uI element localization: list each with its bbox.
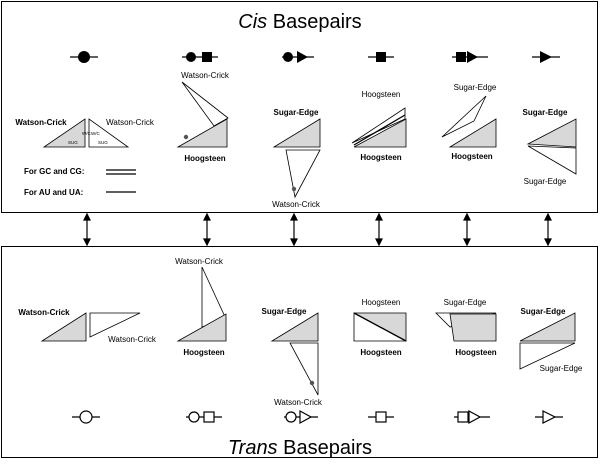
- cis-hh-triangle-b: [353, 118, 407, 148]
- trans-hh-bottom-label: Hoogsteen: [360, 348, 401, 357]
- trans-title: Trans Basepairs: [228, 437, 372, 459]
- trans-diagram: Watson-Crick Watson-Crick Watson-Crick H…: [18, 257, 583, 459]
- trans-hs-top-label: Sugar-Edge: [444, 298, 487, 307]
- trans-ww-right-label: Watson-Crick: [108, 335, 157, 344]
- cis-wh-triangle-a: [181, 81, 229, 127]
- cis-hs-triangle-b: [448, 118, 497, 148]
- edge-label: W/C: [91, 131, 100, 136]
- trans-ws-symbol-icon: [284, 409, 318, 425]
- cis-hs-symbol-icon: [452, 51, 488, 63]
- edge-label: SUG: [68, 140, 78, 145]
- cis-hh-symbol-icon: [368, 52, 394, 62]
- trans-hs-bottom-label: Hoogsteen: [455, 348, 496, 357]
- trans-hs-triangle-b: [449, 313, 497, 342]
- trans-wh-symbol-icon: [186, 411, 222, 423]
- trans-ss-top-label: Sugar-Edge: [521, 307, 566, 316]
- cis-ss-top-label: Sugar-Edge: [523, 108, 568, 117]
- trans-ws-triangle-a: [270, 312, 319, 342]
- cis-wh-symbol-icon: [182, 52, 218, 62]
- trans-hh-top-label: Hoogsteen: [362, 298, 401, 307]
- cis-hh-bottom-label: Hoogsteen: [360, 153, 401, 162]
- cis-ss-bottom-label: Sugar-Edge: [524, 177, 567, 186]
- trans-ww-triangle-a: [40, 312, 87, 342]
- cis-ws-bottom-label: Watson-Crick: [272, 200, 321, 209]
- trans-ww-triangle-b: [89, 312, 141, 338]
- cis-ss-triangle-b: [527, 145, 577, 175]
- cis-ws-top-label: Sugar-Edge: [274, 108, 319, 117]
- trans-ws-triangle-b: [289, 342, 319, 396]
- cis-wh-triangle-b: [176, 118, 228, 148]
- trans-ws-bottom-label: Watson-Crick: [274, 398, 323, 407]
- trans-wh-bottom-label: Hoogsteen: [183, 348, 224, 357]
- trans-ss-bottom-label: Sugar-Edge: [540, 364, 583, 373]
- cis-hs-triangle-a: [441, 95, 487, 138]
- cis-hs-top-label: Sugar-Edge: [454, 83, 497, 92]
- cis-ws-triangle-a: [272, 118, 321, 148]
- trans-hs-symbol-icon: [454, 409, 490, 425]
- legend-au-ua: For AU and UA:: [24, 188, 83, 197]
- cis-ws-symbol-icon: [282, 51, 314, 63]
- trans-ww-symbol-icon: [72, 410, 100, 424]
- cis-title: Cis Basepairs: [238, 11, 361, 33]
- edge-label: W/C: [82, 131, 91, 136]
- cis-ss-symbol-icon: [532, 51, 560, 63]
- cis-ww-triangle-b: [88, 118, 130, 148]
- edge-label: SUG: [98, 140, 108, 145]
- cis-wh-top-label: Watson-Crick: [181, 71, 230, 80]
- trans-basepairs-panel: Watson-Crick Watson-Crick Watson-Crick H…: [1, 246, 598, 459]
- trans-ws-top-label: Sugar-Edge: [262, 307, 307, 316]
- cis-trans-arrows: [83, 213, 552, 246]
- trans-wh-top-label: Watson-Crick: [175, 257, 224, 266]
- cis-diagram: Cis Basepairs Watson-Crick Watson-Crick …: [15, 11, 577, 209]
- cis-ww-left-label: Watson-Crick: [15, 118, 67, 127]
- trans-wh-triangle-b: [176, 313, 227, 342]
- cis-wh-bottom-label: Hoogsteen: [184, 154, 225, 163]
- trans-hh-symbol-icon: [368, 411, 394, 423]
- trans-ss-symbol-icon: [535, 410, 563, 424]
- cis-basepairs-panel: Cis Basepairs Watson-Crick Watson-Crick …: [1, 1, 598, 213]
- cis-ww-triangle-a: [42, 118, 86, 148]
- trans-ww-left-label: Watson-Crick: [18, 308, 70, 317]
- cis-ws-triangle-b: [285, 149, 321, 199]
- cis-ww-symbol-icon: [70, 51, 98, 63]
- cis-ss-triangle-a: [526, 118, 577, 148]
- cis-ww-right-label: Watson-Crick: [106, 118, 155, 127]
- trans-ss-triangle-b: [519, 342, 576, 370]
- legend-gc-cg: For GC and CG:: [24, 167, 84, 176]
- cis-hh-top-label: Hoogsteen: [362, 90, 401, 99]
- cis-hs-bottom-label: Hoogsteen: [451, 152, 492, 161]
- trans-ss-triangle-a: [519, 312, 576, 342]
